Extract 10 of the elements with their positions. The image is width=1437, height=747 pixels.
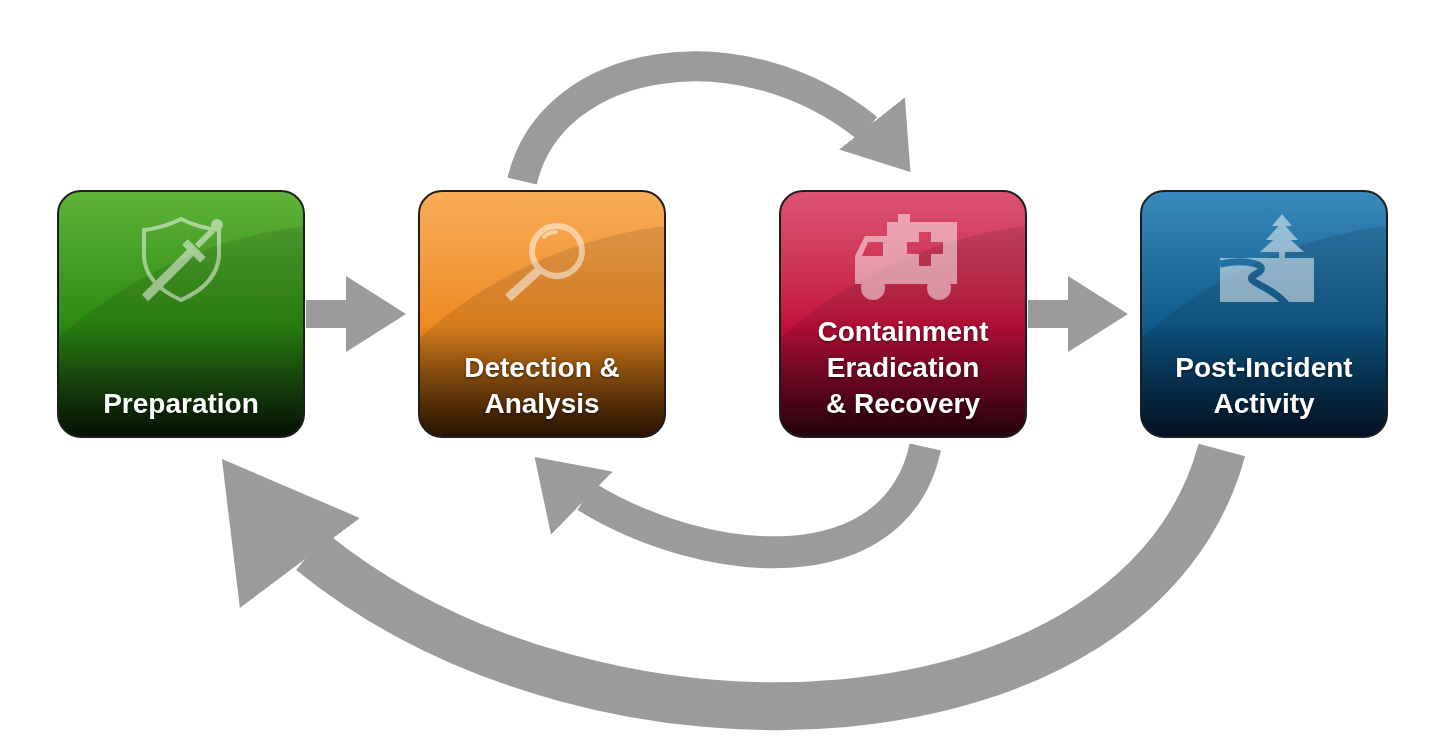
phase-label: Preparation	[103, 387, 259, 421]
phase-tile	[57, 190, 305, 438]
arrow	[1028, 276, 1128, 352]
phase-tile	[779, 190, 1027, 438]
phase-label: Detection & Analysis	[463, 351, 621, 421]
phase-tile	[1140, 190, 1388, 438]
phase-label: Containment Eradication & Recovery	[816, 315, 990, 421]
phase-label: Post-Incident Activity	[1174, 351, 1354, 421]
phase-tile	[418, 190, 666, 438]
arrow	[306, 276, 406, 352]
